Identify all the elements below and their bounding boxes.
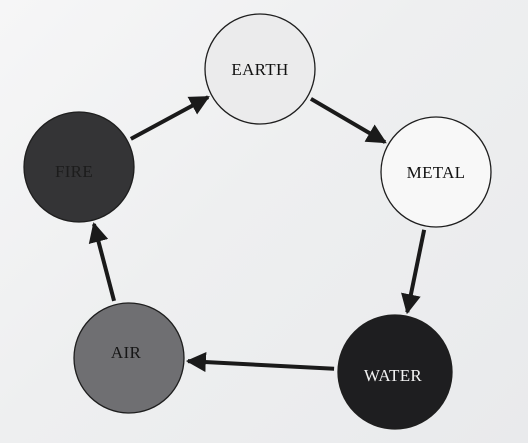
node-air-label: AIR — [111, 343, 142, 362]
node-metal: METAL — [380, 116, 492, 228]
arrow-fire-to-earth — [129, 95, 210, 141]
node-metal-label: METAL — [407, 163, 466, 182]
arrow-earth-to-metal — [309, 97, 387, 144]
arrow-air-to-fire — [88, 222, 116, 302]
arrow-water-to-air — [185, 352, 335, 373]
node-earth-label: EARTH — [231, 60, 288, 79]
node-air: AIR — [73, 302, 185, 414]
node-earth: EARTH — [204, 13, 316, 125]
edges-layer — [88, 95, 427, 373]
node-fire: FIRE — [23, 111, 135, 223]
node-metal-circle — [380, 116, 492, 228]
node-earth-circle — [204, 13, 316, 125]
arrow-metal-to-water — [401, 229, 427, 315]
node-fire-circle — [23, 111, 135, 223]
node-fire-label: FIRE — [55, 162, 93, 181]
node-water-circle — [337, 314, 453, 430]
node-water-label: WATER — [364, 366, 423, 385]
node-water: WATER — [337, 314, 453, 430]
node-air-circle — [73, 302, 185, 414]
